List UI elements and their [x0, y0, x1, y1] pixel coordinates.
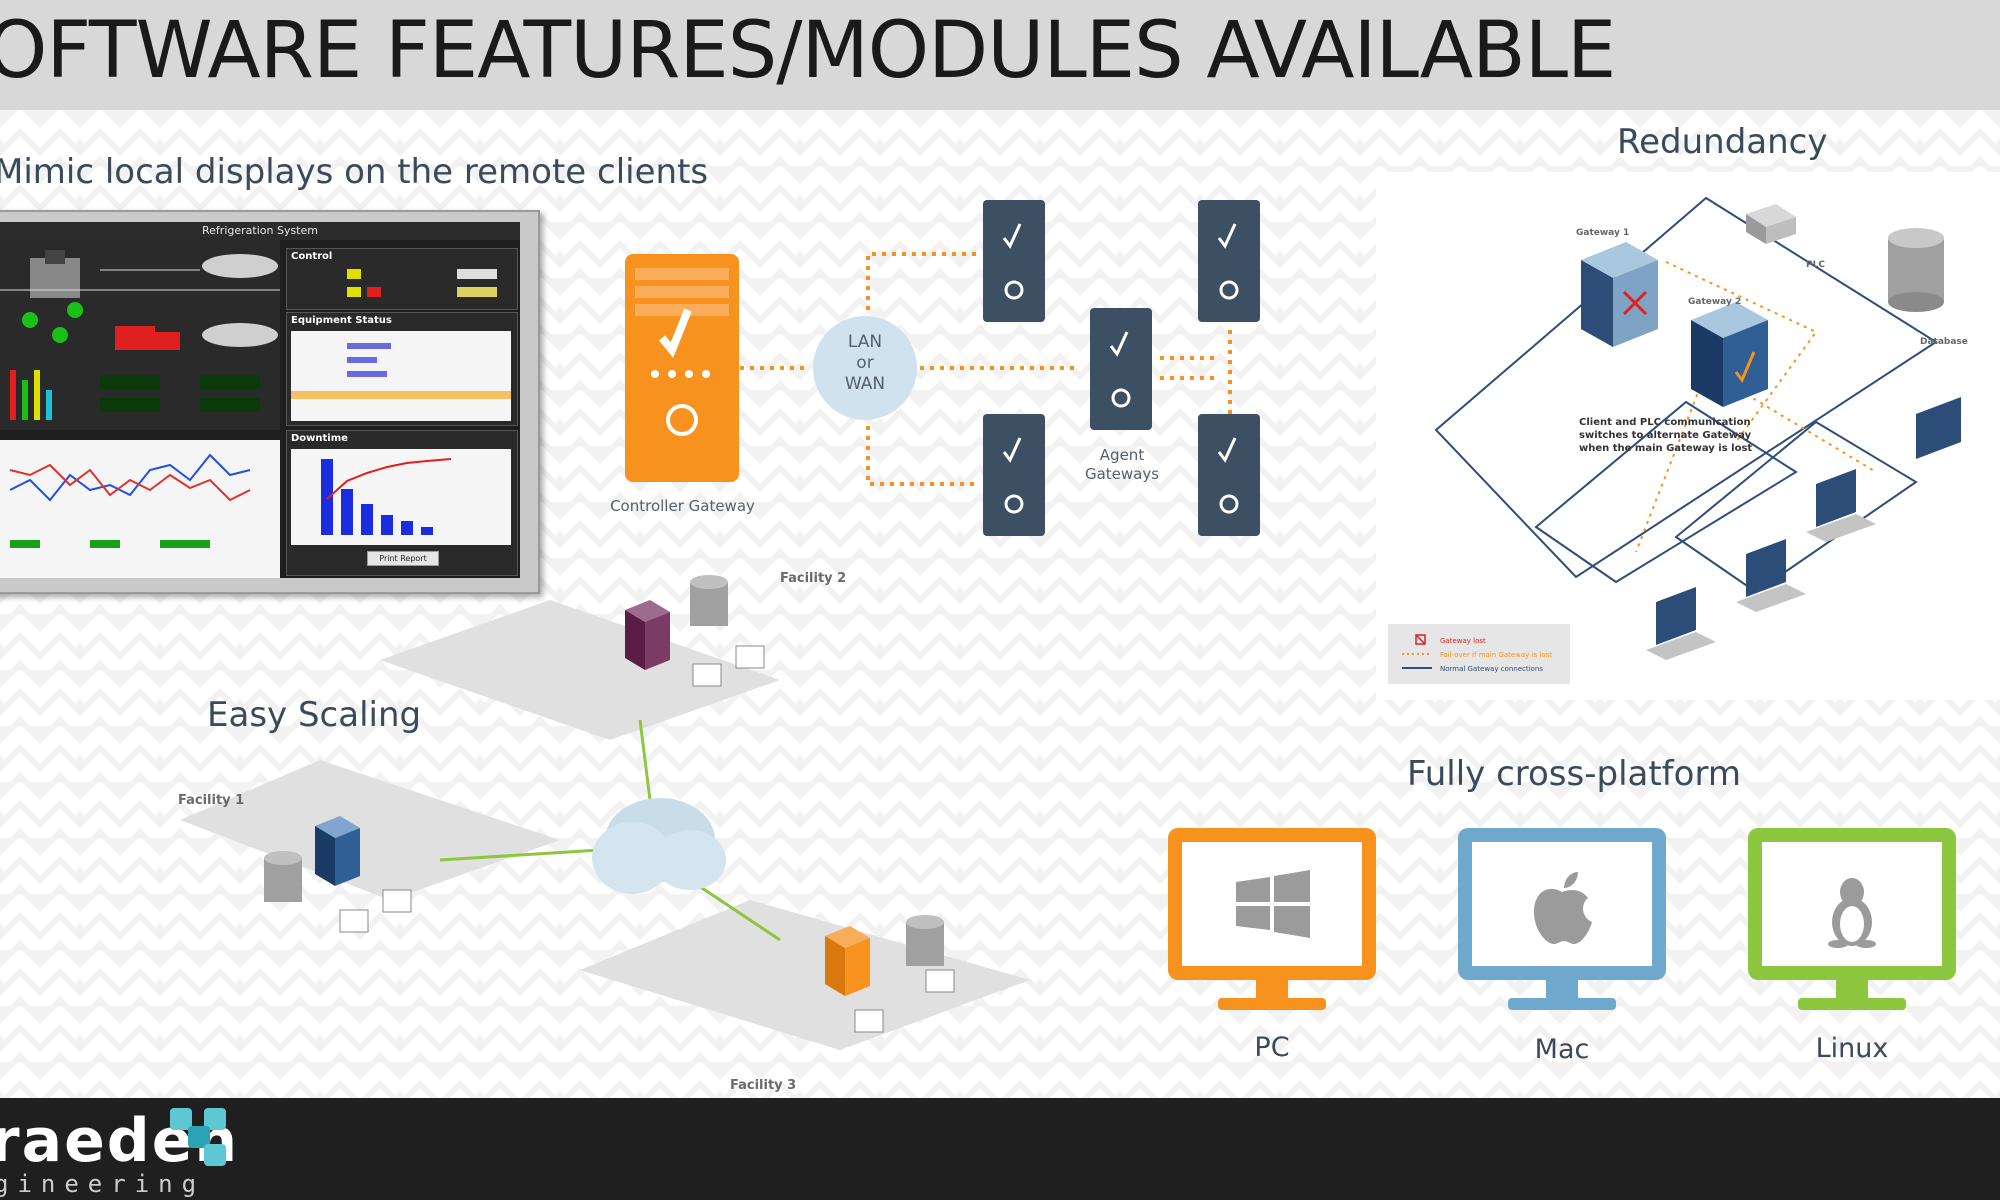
mac-monitor: [1456, 826, 1668, 1010]
brand-mark-icon: [170, 1108, 226, 1166]
scaling-title: Easy Scaling: [207, 695, 422, 735]
gateways-label: Gateways: [1084, 465, 1160, 483]
facility2-gateway: [625, 600, 670, 670]
facility2-label: Facility 2: [780, 571, 847, 586]
facility1-gateway: [315, 816, 360, 886]
facility1-platform: [180, 760, 560, 900]
linux-icon: [1828, 878, 1876, 948]
hmi-downtime-label: Downtime: [291, 433, 348, 444]
lan-label: LAN: [847, 332, 883, 352]
scaling-diagram: [180, 575, 1030, 1050]
page-title: OFTWARE FEATURES/MODULES AVAILABLE: [0, 6, 1616, 96]
windows-icon: [1236, 870, 1310, 938]
hmi-equipment-status: Equipment Status: [286, 312, 518, 426]
pc-label: PC: [1254, 1032, 1290, 1063]
lan-wan-node: [813, 316, 917, 420]
legend-normal: Normal Gateway connections: [1440, 665, 1543, 673]
hmi-downtime: Downtime Print Report: [286, 430, 518, 576]
agent-gateways-label: Agent Gateways: [1072, 446, 1172, 484]
brand-tagline: gineering: [0, 1170, 206, 1198]
gateway1-label: Gateway 1: [1576, 228, 1629, 238]
agent-label: Agent: [1099, 446, 1145, 464]
gateway2-server: [1691, 302, 1768, 407]
redundancy-note-line2: switches to alternate Gateway: [1579, 430, 1752, 441]
controller-gateway-label: Controller Gateway: [610, 497, 755, 515]
redundancy-network: Client and PLC communication switches to…: [1388, 196, 1968, 684]
apple-icon: [1534, 872, 1592, 944]
lan-wan-label: LAN or WAN: [840, 332, 890, 395]
hmi-process-graphic: [0, 240, 280, 578]
print-report-button[interactable]: Print Report: [367, 551, 439, 566]
cross-platform-title: Fully cross-platform: [1407, 754, 1741, 794]
controller-gateway-server: [625, 254, 739, 482]
pareto-chart: [321, 458, 452, 535]
facility3-platform: [580, 900, 1030, 1050]
redundancy-diagram: Client and PLC communication switches to…: [1376, 172, 2000, 700]
hmi-title: Refrigeration System: [0, 222, 520, 240]
wan-label: WAN: [844, 374, 886, 394]
footer-bar: raeden gineering: [0, 1098, 2000, 1200]
mimic-title: Mimic local displays on the remote clien…: [0, 152, 709, 192]
or-label: or: [856, 353, 874, 373]
hmi-screenshot: Refrigeration System: [0, 210, 540, 594]
hmi-equipment-label: Equipment Status: [291, 315, 392, 326]
internet-cloud: [592, 798, 726, 894]
header-bar: OFTWARE FEATURES/MODULES AVAILABLE: [0, 0, 2000, 110]
linux-label: Linux: [1815, 1033, 1889, 1064]
mac-label: Mac: [1534, 1034, 1590, 1065]
hmi-control-label: Control: [291, 251, 333, 262]
linux-monitor: [1746, 826, 1958, 1010]
redundancy-note-line1: Client and PLC communication: [1579, 417, 1751, 428]
facility3-gateway: [825, 926, 870, 996]
plc-label: PLC: [1806, 260, 1825, 270]
legend-gateway-lost: Gateway lost: [1440, 637, 1486, 645]
redundancy-title: Redundancy: [1617, 122, 1828, 162]
hmi-control-panel: Control: [286, 248, 518, 310]
plc-device: [1746, 204, 1796, 244]
gateway-network-diagram: [625, 200, 1260, 536]
database-label: Database: [1920, 337, 1968, 347]
database-cylinder: [1888, 228, 1944, 312]
legend-failover: Fail-over if main Gateway is lost: [1440, 651, 1552, 659]
hmi-screen: Refrigeration System: [0, 222, 520, 578]
gateway2-label: Gateway 2: [1688, 297, 1741, 307]
gateway1-server: [1581, 242, 1658, 347]
facility1-label: Facility 1: [178, 793, 245, 808]
facility3-label: Facility 3: [730, 1078, 797, 1093]
facility2-platform: [380, 600, 780, 740]
pc-monitor: [1166, 826, 1378, 1010]
redundancy-note-line3: when the main Gateway is lost: [1579, 443, 1752, 454]
